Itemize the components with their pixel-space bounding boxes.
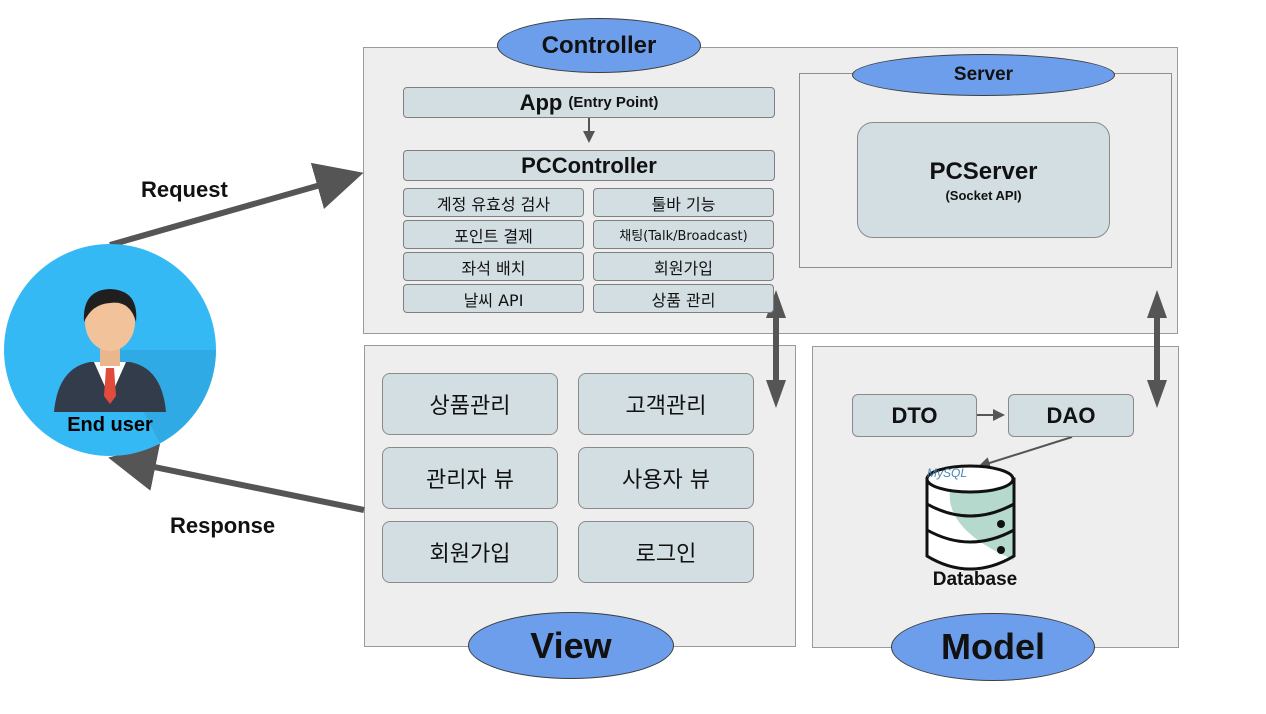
view-item-label: 로그인 [635, 542, 697, 567]
pccontroller-box: PCController [403, 150, 775, 181]
feature-label: 상품 관리 [651, 290, 716, 310]
database-icon [925, 464, 1016, 571]
database-label-text: Database [932, 569, 1018, 590]
mysql-logo: MySQL [927, 466, 967, 480]
end-user-label: End user [40, 414, 180, 437]
request-label: Request [141, 177, 228, 203]
dao-box: DAO [1008, 394, 1134, 437]
app-main-label: App [519, 89, 563, 115]
view-item-user-view: 사용자 뷰 [578, 447, 754, 509]
view-item-product-management: 상품관리 [382, 373, 558, 435]
view-item-label: 관리자 뷰 [426, 468, 514, 493]
feature-toolbar: 툴바 기능 [593, 188, 774, 217]
view-item-label: 고객관리 [625, 394, 707, 419]
view-item-label: 상품관리 [429, 394, 511, 419]
controller-ellipse: Controller [497, 18, 701, 73]
feature-seat-layout: 좌석 배치 [403, 252, 584, 281]
end-user-icon [4, 244, 216, 456]
pcserver-sub-label: (Socket API) [945, 187, 1022, 203]
dto-box: DTO [852, 394, 977, 437]
view-item-label: 회원가입 [429, 542, 511, 567]
request-label-text: Request [141, 177, 228, 202]
end-user-label-text: End user [67, 414, 153, 436]
view-item-customer-management: 고객관리 [578, 373, 754, 435]
response-label: Response [170, 513, 275, 539]
feature-label: 좌석 배치 [461, 258, 526, 278]
controller-title: Controller [541, 31, 657, 59]
pccontroller-label: PCController [521, 152, 657, 178]
model-title: Model [941, 626, 1045, 667]
feature-point-payment: 포인트 결제 [403, 220, 584, 249]
pcserver-box: PCServer (Socket API) [857, 122, 1110, 238]
feature-signup: 회원가입 [593, 252, 774, 281]
feature-chat: 채팅(Talk/Broadcast) [593, 220, 774, 249]
server-title: Server [953, 64, 1014, 85]
view-item-signup: 회원가입 [382, 521, 558, 583]
model-ellipse: Model [891, 613, 1095, 681]
feature-label: 툴바 기능 [651, 194, 716, 214]
dao-label: DAO [1046, 402, 1096, 428]
mysql-logo-text: MySQL [927, 466, 968, 480]
view-title: View [530, 624, 612, 666]
feature-label: 회원가입 [654, 258, 713, 278]
feature-weather-api: 날씨 API [403, 284, 584, 313]
app-box: App (Entry Point) [403, 87, 775, 118]
database-label: Database [910, 569, 1040, 591]
pcserver-label: PCServer [929, 157, 1038, 185]
feature-label: 포인트 결제 [454, 226, 533, 246]
response-label-text: Response [170, 513, 276, 538]
response-arrow [108, 443, 365, 513]
dto-label: DTO [891, 402, 938, 428]
view-ellipse: View [468, 612, 674, 679]
feature-label: 날씨 API [463, 290, 524, 310]
view-item-label: 사용자 뷰 [622, 468, 710, 493]
feature-product-management: 상품 관리 [593, 284, 774, 313]
server-ellipse: Server [852, 54, 1115, 96]
request-arrow [109, 162, 364, 248]
feature-account-validation: 계정 유효성 검사 [403, 188, 584, 217]
app-sub-label: (Entry Point) [568, 94, 659, 111]
feature-label: 계정 유효성 검사 [436, 194, 551, 214]
feature-label: 채팅(Talk/Broadcast) [619, 229, 748, 244]
view-item-login: 로그인 [578, 521, 754, 583]
dao-to-db-arrow [978, 436, 1073, 469]
view-item-admin-view: 관리자 뷰 [382, 447, 558, 509]
